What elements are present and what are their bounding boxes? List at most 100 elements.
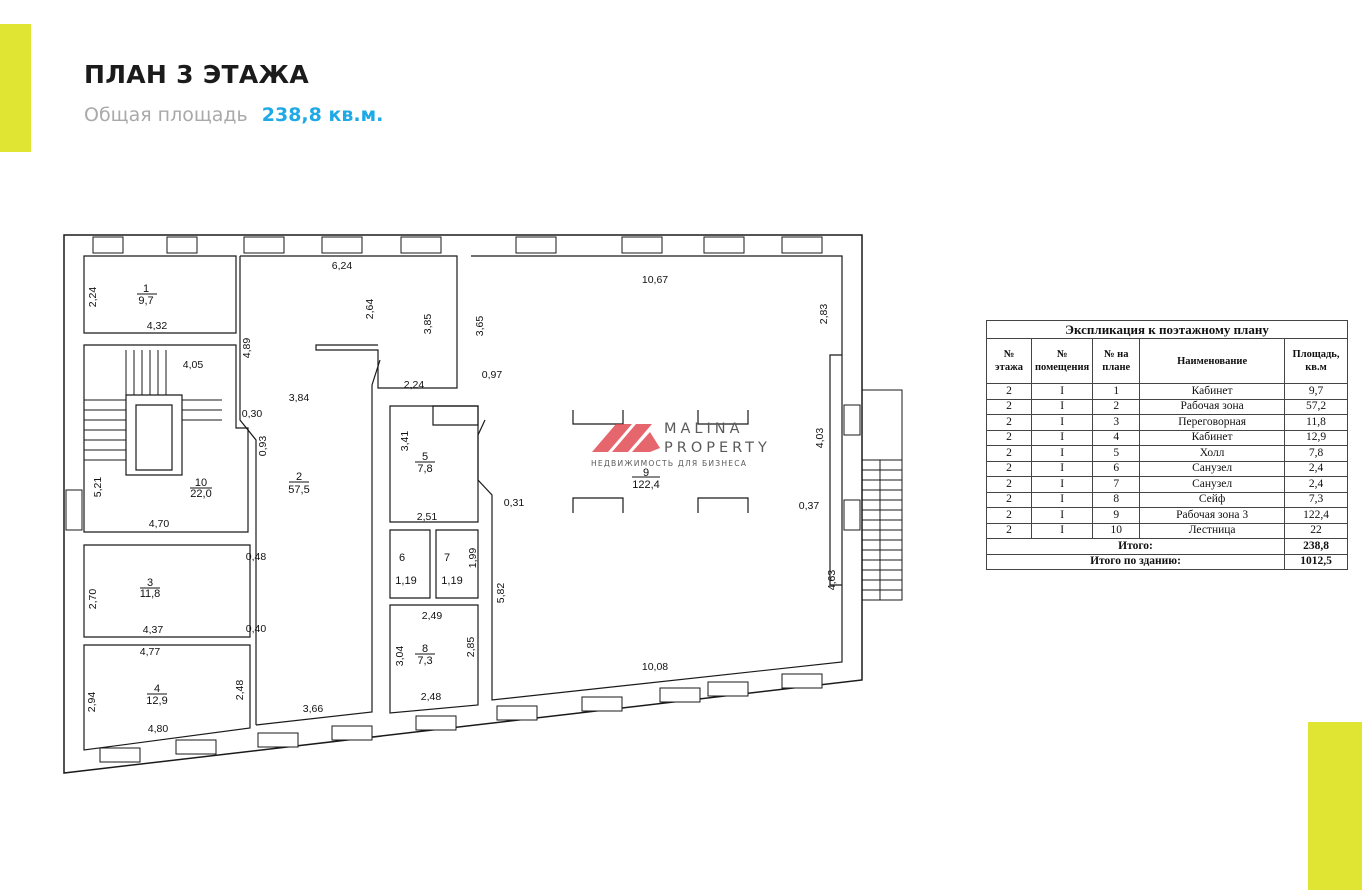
stairs <box>84 350 903 601</box>
room-number: 7 <box>444 552 450 564</box>
room-number: 6 <box>399 552 405 564</box>
table-cell: Лестница <box>1139 522 1285 539</box>
dimension-label: 3,04 <box>394 646 406 667</box>
dimension-label: 4,03 <box>814 428 826 449</box>
table-cell: 2 <box>1092 398 1141 415</box>
table-cell: 2 <box>986 445 1032 462</box>
table-cell: Сейф <box>1139 491 1285 508</box>
dimension-label: 0,40 <box>246 623 267 635</box>
room-area: 57,5 <box>288 484 309 496</box>
column-header: № помещения <box>1030 338 1094 384</box>
watermark-brand-line2: PROPERTY <box>664 440 771 456</box>
table-cell: 2 <box>986 522 1032 539</box>
dimension-label: 0,48 <box>246 551 267 563</box>
table-cell: I <box>1030 414 1094 431</box>
table-cell: I <box>1030 398 1094 415</box>
room-area: 7,3 <box>417 655 432 667</box>
table-cell: 122,4 <box>1284 507 1348 524</box>
table-cell: 9 <box>1092 507 1141 524</box>
table-cell: 3 <box>1092 414 1141 431</box>
watermark-tagline: НЕДВИЖИМОСТЬ ДЛЯ БИЗНЕСА <box>591 459 747 468</box>
column-header: № этажа <box>986 338 1032 384</box>
dimension-label: 1,99 <box>467 548 479 569</box>
table-cell: 11,8 <box>1284 414 1348 431</box>
table-cell: I <box>1030 476 1094 493</box>
dimension-label: 3,65 <box>474 316 486 337</box>
column-header: № на плане <box>1092 338 1141 384</box>
table-cell: 6 <box>1092 460 1141 477</box>
table-cell: Рабочая зона <box>1139 398 1285 415</box>
dimension-label: 2,48 <box>234 680 246 701</box>
table-cell: 10 <box>1092 522 1141 539</box>
building-total-row: Итого по зданию: 1012,5 <box>986 553 1348 570</box>
table-cell: 7,3 <box>1284 491 1348 508</box>
dimension-label: 0,97 <box>482 369 503 381</box>
dimension-label: 0,30 <box>242 408 263 420</box>
dimension-label: 3,41 <box>399 431 411 452</box>
dimension-label: 4,80 <box>148 723 169 735</box>
table-cell: Санузел <box>1139 460 1285 477</box>
dimension-label: 0,93 <box>257 436 269 457</box>
room-area: 1,19 <box>395 575 416 587</box>
table-cell: I <box>1030 522 1094 539</box>
total-value: 238,8 <box>1284 538 1348 555</box>
room-number: 3 <box>147 577 153 589</box>
dimension-label: 6,24 <box>332 260 353 272</box>
building-total-value: 1012,5 <box>1284 553 1348 570</box>
table-cell: 2 <box>986 460 1032 477</box>
table-cell: 4 <box>1092 429 1141 446</box>
total-label: Итого: <box>986 538 1285 555</box>
table-cell: 2 <box>986 398 1032 415</box>
column-header: Площадь, кв.м <box>1284 338 1348 384</box>
table-cell: Кабинет <box>1139 429 1285 446</box>
room-number: 10 <box>195 477 207 489</box>
table-cell: I <box>1030 491 1094 508</box>
column-header: Наименование <box>1139 338 1285 384</box>
accent-bar-right <box>1308 722 1362 890</box>
dimension-label: 4,05 <box>183 359 204 371</box>
table-cell: 2 <box>986 414 1032 431</box>
dimension-label: 3,84 <box>289 392 310 404</box>
table-cell: I <box>1030 383 1094 400</box>
dimension-label: 2,83 <box>818 304 830 325</box>
table-cell: 2,4 <box>1284 476 1348 493</box>
dimension-label: 0,31 <box>504 497 525 509</box>
room-number: 4 <box>154 683 160 695</box>
furniture <box>572 410 749 513</box>
watermark-logo-mark <box>592 424 660 452</box>
page-title: ПЛАН 3 ЭТАЖА <box>84 60 310 89</box>
dimension-label: 4,77 <box>140 646 161 658</box>
explication-table: Экспликация к поэтажному плану № этажа №… <box>986 320 1348 570</box>
table-cell: 8 <box>1092 491 1141 508</box>
dimension-label: 4,37 <box>143 624 164 636</box>
table-cell: I <box>1030 429 1094 446</box>
dimension-label: 10,08 <box>642 661 668 673</box>
table-cell: 7 <box>1092 476 1141 493</box>
room-area: 122,4 <box>632 479 660 491</box>
dimension-labels: 6,24 10,67 2,24 4,32 4,05 2,64 3,85 3,65… <box>86 260 838 735</box>
dimension-label: 0,37 <box>799 500 820 512</box>
room-number: 2 <box>296 471 302 483</box>
table-cell: 5 <box>1092 445 1141 462</box>
table-caption-row: Экспликация к поэтажному плану <box>986 320 1348 339</box>
building-total-label: Итого по зданию: <box>986 553 1285 570</box>
room-labels: 1 9,7 2 57,5 3 11,8 4 12,9 5 7,8 6 1,19 … <box>137 283 660 707</box>
table-cell: Переговорная <box>1139 414 1285 431</box>
room-area: 7,8 <box>417 463 432 475</box>
table-cell: I <box>1030 507 1094 524</box>
table-cell: I <box>1030 460 1094 477</box>
room-area: 1,19 <box>441 575 462 587</box>
room-area: 12,9 <box>146 695 167 707</box>
table-cell: 12,9 <box>1284 429 1348 446</box>
table-cell: 2 <box>986 383 1032 400</box>
room-number: 9 <box>643 467 649 479</box>
table-cell: Холл <box>1139 445 1285 462</box>
